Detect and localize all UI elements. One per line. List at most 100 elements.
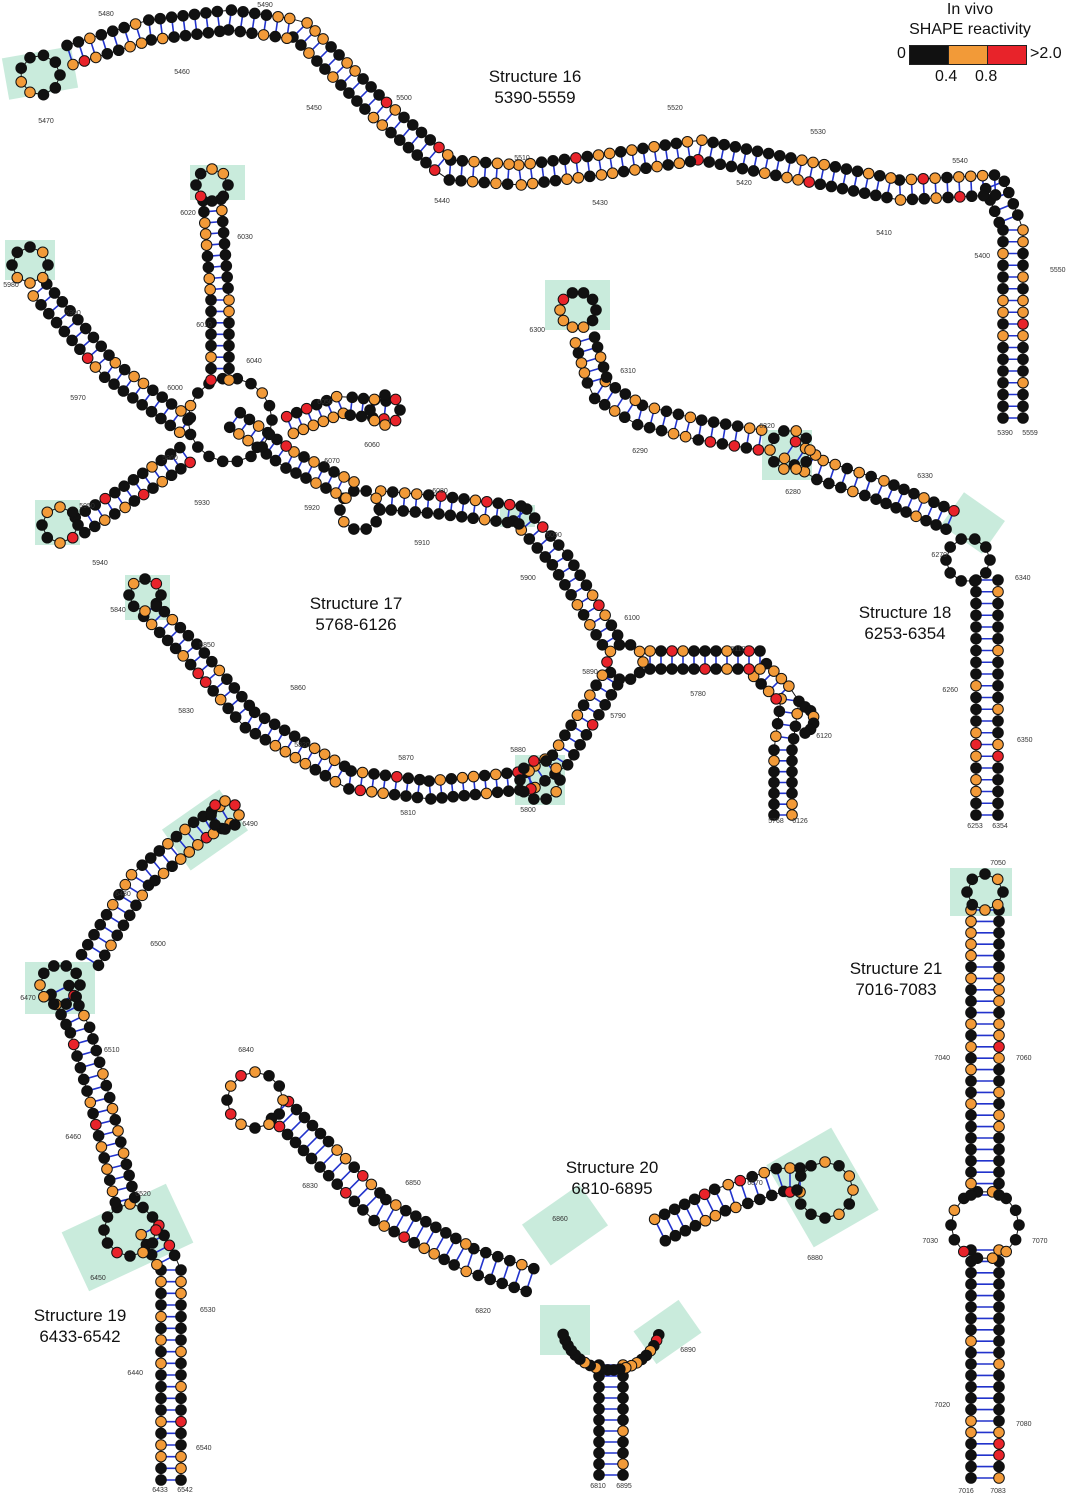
position-label: 7050 xyxy=(990,860,1006,867)
nucleotide xyxy=(847,485,859,498)
nucleotide xyxy=(714,158,727,171)
nucleotide xyxy=(699,645,711,657)
nucleotide xyxy=(206,655,218,668)
nucleotide xyxy=(619,388,632,400)
nucleotide xyxy=(965,1403,977,1416)
nucleotide xyxy=(81,352,94,364)
nucleotide xyxy=(993,1041,1005,1053)
nucleotide xyxy=(992,668,1004,680)
nucleotide xyxy=(611,629,624,642)
nucleotide xyxy=(11,246,24,259)
nucleotide xyxy=(101,1237,114,1249)
nucleotide xyxy=(558,153,571,166)
nucleotide xyxy=(175,1322,187,1335)
nucleotide xyxy=(411,149,424,161)
nucleotide xyxy=(709,1209,722,1222)
position-label: 6270 xyxy=(931,552,947,559)
nucleotide xyxy=(164,448,177,460)
nucleotide xyxy=(736,162,749,175)
nucleotide xyxy=(283,12,296,25)
nucleotide xyxy=(655,645,667,657)
nucleotide xyxy=(554,774,566,786)
nucleotide xyxy=(446,491,459,504)
nucleotide xyxy=(843,1170,856,1182)
nucleotide xyxy=(340,1186,352,1199)
nucleotide xyxy=(118,480,130,492)
nucleotide xyxy=(182,629,195,642)
nucleotide xyxy=(175,1427,187,1440)
nucleotide xyxy=(593,1392,605,1404)
nucleotide xyxy=(571,709,584,722)
nucleotide xyxy=(338,515,350,528)
nucleotide xyxy=(389,414,402,427)
nucleotide xyxy=(317,415,330,428)
nucleotide xyxy=(175,405,187,417)
nucleotide xyxy=(155,1404,167,1416)
nucleotide xyxy=(320,394,333,407)
nucleotide xyxy=(135,37,148,49)
nucleotide xyxy=(272,10,284,23)
nucleotide xyxy=(593,1436,605,1448)
position-label: 6840 xyxy=(238,1047,254,1054)
nucleotide xyxy=(979,868,991,880)
nucleotide xyxy=(803,176,815,188)
nucleotide xyxy=(35,299,47,311)
nucleotide xyxy=(550,785,562,798)
structure-18-range: 6253-6354 xyxy=(864,624,946,643)
nucleotide xyxy=(688,1193,701,1206)
nucleotide xyxy=(571,598,584,611)
nucleotide xyxy=(94,918,107,931)
nucleotide xyxy=(811,473,823,486)
nucleotide xyxy=(67,1038,80,1051)
nucleotide xyxy=(211,5,224,18)
nucleotide xyxy=(965,1415,977,1427)
nucleotide xyxy=(928,496,940,509)
nucleotide xyxy=(149,874,161,887)
nucleotide-layer xyxy=(6,4,1029,1486)
nucleotide xyxy=(402,772,415,785)
nucleotide xyxy=(310,477,322,489)
nucleotide xyxy=(791,1184,803,1196)
nucleotide xyxy=(489,768,502,781)
nucleotide xyxy=(478,513,491,526)
legend-bar-mid xyxy=(948,45,988,65)
nucleotide xyxy=(829,161,842,173)
nucleotide xyxy=(239,721,252,734)
nucleotide xyxy=(218,237,231,250)
nucleotide xyxy=(988,169,1001,181)
nucleotide xyxy=(154,12,166,25)
nucleotide xyxy=(263,1069,275,1082)
nucleotide xyxy=(491,1250,504,1263)
position-label: 5500 xyxy=(396,95,412,102)
nucleotide xyxy=(376,119,389,131)
nucleotide xyxy=(466,175,479,188)
nucleotide xyxy=(835,481,847,494)
nucleotide xyxy=(993,972,1005,985)
nucleotide xyxy=(605,688,618,701)
nucleotide xyxy=(280,462,292,474)
nucleotide xyxy=(572,347,585,359)
nucleotide xyxy=(997,306,1009,319)
nucleotide xyxy=(965,949,977,962)
nucleotide xyxy=(409,506,422,518)
position-label: 5900 xyxy=(520,575,536,582)
nucleotide xyxy=(965,190,978,203)
nucleotide xyxy=(424,134,437,146)
nucleotide xyxy=(819,1212,831,1224)
nucleotide xyxy=(710,645,722,657)
nucleotide xyxy=(785,152,797,164)
nucleotide xyxy=(1017,247,1029,260)
nucleotide xyxy=(565,719,577,732)
nucleotide xyxy=(123,589,135,601)
structure-21-range: 7016-7083 xyxy=(855,980,937,999)
position-label: 6290 xyxy=(632,448,648,455)
nucleotide xyxy=(997,247,1009,260)
nucleotide xyxy=(1017,353,1029,366)
position-label: 7080 xyxy=(1016,1421,1032,1428)
nucleotide xyxy=(175,1392,187,1405)
nucleotide xyxy=(410,1210,422,1222)
position-label: 6100 xyxy=(624,615,640,622)
nucleotide xyxy=(574,569,586,582)
nucleotide xyxy=(992,621,1004,633)
nucleotide xyxy=(188,8,201,21)
